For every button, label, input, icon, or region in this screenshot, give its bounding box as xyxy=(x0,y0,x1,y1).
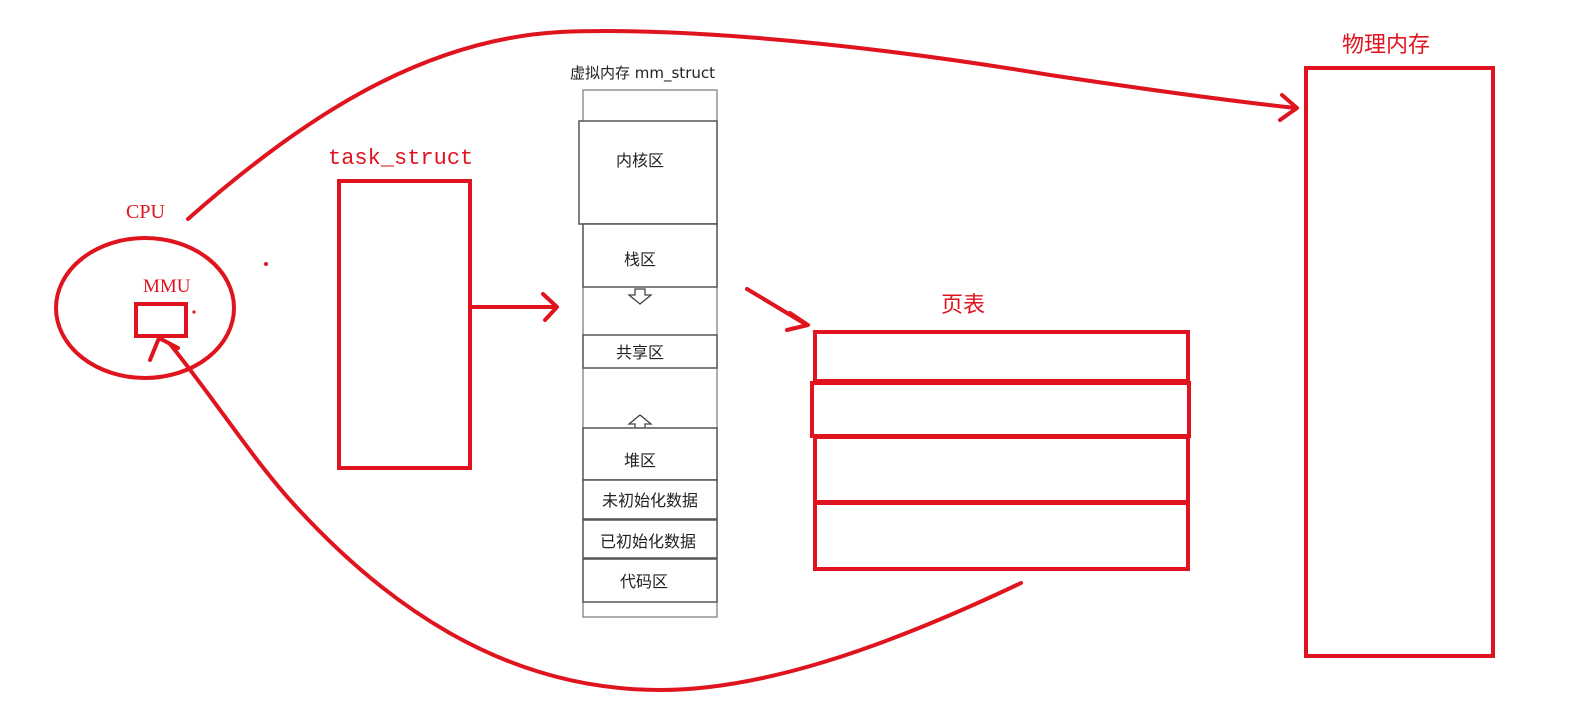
page-table-label: 页表 xyxy=(941,293,985,318)
page-table-row xyxy=(813,330,1190,383)
cpu-to-physical-curve xyxy=(186,29,1298,221)
segment-data: 已初始化数据 xyxy=(600,532,696,551)
segment-heap: 堆区 xyxy=(624,451,656,470)
cpu-to-physical-arrowhead xyxy=(1278,93,1299,122)
cpu-ellipse xyxy=(54,236,236,380)
stack-grow-down-icon xyxy=(627,288,653,305)
physical-memory-label: 物理内存 xyxy=(1342,33,1430,58)
stray-dot xyxy=(192,310,196,314)
page-table xyxy=(810,330,1191,571)
segment-kernel: 内核区 xyxy=(616,151,664,170)
pagetable-to-mmu-arrowhead xyxy=(148,336,180,362)
segment-code: 代码区 xyxy=(620,572,668,591)
page-table-row xyxy=(813,501,1190,571)
cpu-label: CPU xyxy=(126,201,165,223)
heap-grow-up-icon xyxy=(627,414,653,429)
page-table-row xyxy=(810,381,1191,438)
stray-dot xyxy=(264,262,268,266)
task-to-vm-arrowhead xyxy=(541,292,559,322)
segment-stack: 栈区 xyxy=(624,250,656,269)
vm-to-pagetable-arrowhead xyxy=(785,311,810,332)
virtual-memory-title: 虚拟内存 mm_struct xyxy=(570,64,715,83)
segment-bss: 未初始化数据 xyxy=(602,491,698,510)
virtual-memory-column: 内核区 栈区 共享区 堆区 未初始化数据 已初始化数据 代码区 xyxy=(578,89,718,618)
task-struct-box xyxy=(337,179,472,470)
physical-memory-box xyxy=(1304,66,1495,658)
mmu-label: MMU xyxy=(143,276,191,297)
pagetable-to-mmu-curve xyxy=(168,342,1023,692)
segment-shared: 共享区 xyxy=(616,343,664,362)
mmu-box xyxy=(134,302,188,338)
page-table-row xyxy=(813,435,1190,504)
task-struct-label: task_struct xyxy=(328,146,473,171)
